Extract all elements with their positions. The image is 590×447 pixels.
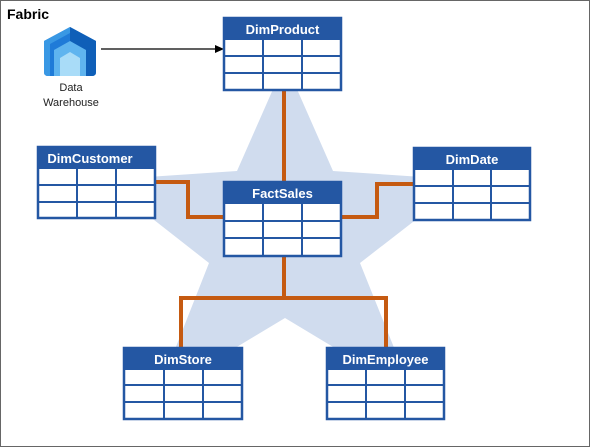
table-dimemployee[interactable]: DimEmployee (325, 346, 446, 421)
warehouse-caption-line1: Data (59, 82, 83, 94)
table-factsales[interactable]: FactSales (222, 180, 343, 258)
factsales-title: FactSales (252, 186, 313, 201)
connector-fact-store (179, 256, 286, 350)
platform-label: Fabric (7, 6, 50, 22)
connector-fact-employee (284, 296, 388, 350)
connector-customer-fact (155, 180, 224, 219)
connector-date-fact (341, 182, 414, 219)
dimproduct-title: DimProduct (246, 22, 320, 37)
table-dimproduct[interactable]: DimProduct (222, 16, 343, 92)
table-dimcustomer[interactable]: DimCustomer (36, 145, 157, 220)
dimemployee-title: DimEmployee (343, 352, 429, 367)
data-warehouse-icon (44, 27, 96, 76)
dimcustomer-title: DimCustomer (47, 151, 132, 166)
dimdate-title: DimDate (446, 152, 499, 167)
table-dimdate[interactable]: DimDate (412, 146, 532, 222)
dimstore-title: DimStore (154, 352, 212, 367)
warehouse-arrow (101, 45, 224, 53)
warehouse-caption-line2: Warehouse (43, 97, 99, 109)
warehouse-caption: Data Warehouse (36, 81, 106, 111)
table-dimstore[interactable]: DimStore (122, 346, 244, 421)
relationship-connectors (155, 90, 414, 350)
